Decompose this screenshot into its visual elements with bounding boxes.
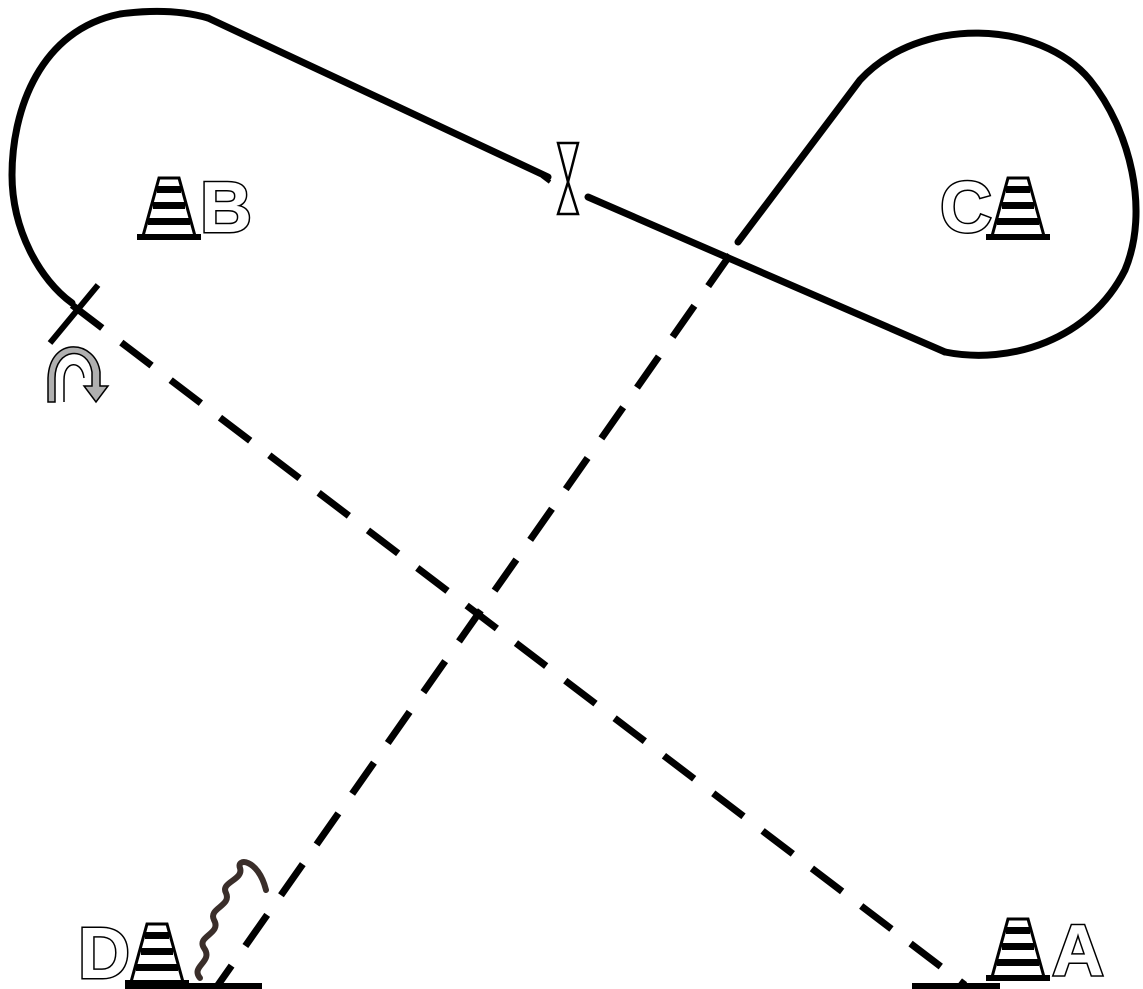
cone-d-label: D [78, 914, 130, 989]
dashed-path-to-d [215, 252, 733, 988]
traffic-cone-icon [135, 176, 203, 242]
cone-d-marker [123, 922, 191, 988]
cone-a-marker [984, 917, 1052, 983]
traffic-cone-icon [123, 922, 191, 988]
cone-b-label: B [200, 168, 252, 248]
connector-track-lower [584, 193, 949, 356]
hourglass-gate-icon [540, 141, 580, 216]
connector-track-upper [204, 14, 552, 181]
cone-a-label: A [1052, 911, 1104, 989]
start-line-left [47, 283, 101, 345]
dashed-path-to-a [69, 302, 968, 988]
right-loop-track [734, 29, 1140, 359]
traffic-cone-icon [984, 176, 1052, 242]
left-loop-track [8, 7, 212, 307]
u-turn-arrow-icon [47, 346, 110, 404]
cone-c-marker [984, 176, 1052, 242]
cone-c-label: C [940, 168, 992, 248]
wavy-line-icon [194, 859, 269, 981]
traffic-cone-icon [984, 917, 1052, 983]
cone-b-marker [135, 176, 203, 242]
